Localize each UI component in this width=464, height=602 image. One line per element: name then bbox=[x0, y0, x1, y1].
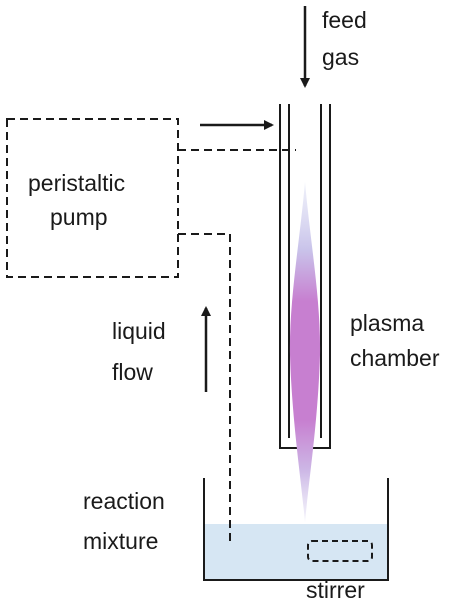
plasma-chamber-label: plasma chamber bbox=[350, 310, 440, 371]
tubing-return-to-pump bbox=[178, 233, 231, 546]
plasma-jet bbox=[289, 182, 321, 522]
peristaltic-pump-label: peristaltic pump bbox=[28, 170, 132, 230]
stirrer-label: stirrer bbox=[306, 577, 365, 602]
liquid-surface bbox=[205, 524, 387, 579]
reaction-mixture-label: reaction mixture bbox=[83, 488, 171, 554]
liquid-flow-label: liquid flow bbox=[112, 318, 172, 385]
peristaltic-pump-box bbox=[6, 118, 179, 278]
reaction-vessel bbox=[203, 478, 389, 581]
feed-gas-label: feed gas bbox=[322, 7, 373, 70]
